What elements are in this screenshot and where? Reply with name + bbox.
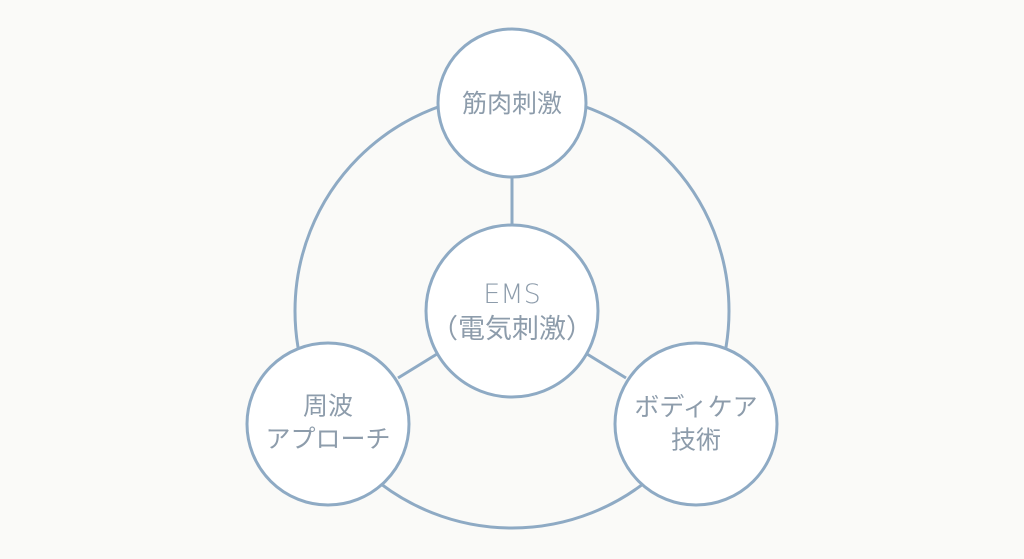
- node-muscle-text: 筋肉刺激: [461, 88, 563, 118]
- edge-ems-frequency: [397, 352, 438, 380]
- node-ems-circle: [424, 223, 600, 399]
- edge-ems-bodycare: [586, 352, 627, 380]
- node-frequency-text-line1: 周波: [302, 391, 354, 421]
- node-bodycare-label: ボディケア 技術: [634, 392, 757, 457]
- node-frequency-text-line2: アプローチ: [265, 424, 391, 453]
- node-muscle-label: 筋肉刺激: [462, 88, 562, 121]
- node-ems-text-line1: EMS: [483, 278, 541, 310]
- node-bodycare-circle: [613, 341, 779, 507]
- node-ems-label: EMS （電気刺激）: [431, 277, 593, 347]
- node-bodycare-text-line1: ボディケア: [634, 392, 758, 422]
- node-muscle-circle: [436, 27, 588, 179]
- node-bodycare-text-line2: 技術: [670, 425, 722, 454]
- node-frequency-label: 周波 アプローチ: [265, 391, 390, 456]
- node-frequency-circle: [245, 341, 411, 507]
- node-ems-text-line2: （電気刺激）: [431, 314, 593, 345]
